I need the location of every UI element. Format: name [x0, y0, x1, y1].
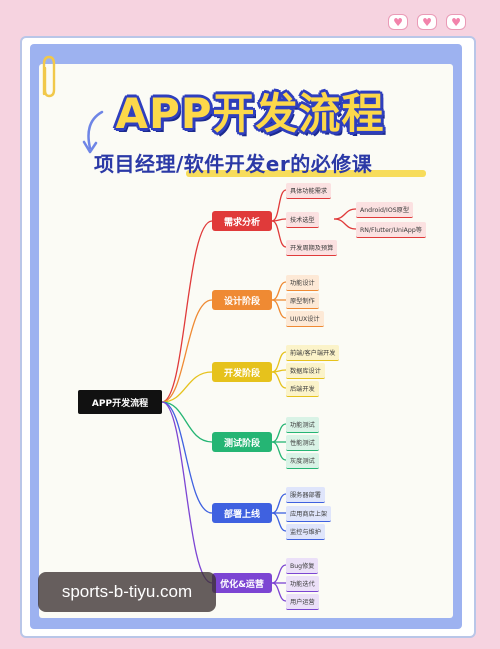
stage-connector: [161, 299, 213, 403]
content-card: [39, 64, 453, 618]
leaf-node: 技术选型: [286, 211, 319, 228]
watermark: sports-b-tiyu.com: [38, 572, 216, 612]
heart-icon: ♥: [388, 14, 408, 30]
paperclip-icon: [42, 55, 56, 98]
curved-arrow-icon: [82, 110, 104, 154]
leaf-node: 性能测试: [286, 434, 319, 451]
stage-node: 开发阶段: [212, 362, 272, 382]
leaf-node: 用户运营: [286, 593, 319, 610]
leaf-node: 开发周期及预算: [286, 239, 338, 256]
leaf-node: 功能测试: [286, 416, 319, 433]
stage-connector: [161, 401, 213, 443]
stage-connector: [161, 401, 213, 584]
leaf-connector: [271, 582, 287, 602]
heart-icon: ♥: [446, 14, 466, 30]
stage-node: 测试阶段: [212, 432, 272, 452]
leaf-node: 原型制作: [286, 292, 319, 309]
leaf-node: 前端/客户端开发: [286, 344, 340, 361]
leaf-connector: [271, 189, 287, 222]
leaf-connector: [271, 220, 287, 248]
sub-leaf-node: Android/IOS原型: [356, 201, 414, 218]
leaf-node: 应用商店上架: [286, 505, 332, 522]
leaf-connector: [271, 281, 287, 301]
stage-node: 部署上线: [212, 503, 272, 523]
sub-leaf-node: RN/Flutter/UniApp等: [356, 221, 426, 238]
leaf-node: Bug修复: [286, 557, 319, 574]
stage-node: 设计阶段: [212, 290, 272, 310]
stage-node: 需求分析: [212, 211, 272, 231]
leaf-connector: [271, 441, 287, 461]
leaf-node: 功能迭代: [286, 575, 319, 592]
heart-icon: ♥: [417, 14, 437, 30]
sub-connector: [333, 208, 357, 220]
leaf-node: 服务器部署: [286, 486, 325, 503]
leaf-node: 数据库设计: [286, 362, 325, 379]
leaf-node: 后端开发: [286, 380, 319, 397]
leaf-connector: [271, 371, 287, 389]
leaf-node: 功能设计: [286, 274, 319, 291]
sub-connector: [333, 218, 357, 230]
stage-connector: [161, 220, 213, 403]
leaf-connector: [271, 512, 287, 532]
stage-connector: [161, 401, 213, 514]
leaf-connector: [271, 299, 287, 319]
leaf-node: 灰度测试: [286, 452, 319, 469]
leaf-connector: [271, 423, 287, 443]
leaf-node: UI/UX设计: [286, 310, 324, 327]
heart-decorations: ♥ ♥ ♥: [388, 14, 466, 30]
leaf-node: 具体功能需求: [286, 182, 332, 199]
leaf-connector: [271, 351, 287, 373]
subtitle-highlight: [186, 170, 426, 177]
leaf-connector: [271, 564, 287, 584]
leaf-node: 监控与维护: [286, 523, 325, 540]
page-subtitle: 项目经理/软件开发er的必修课: [94, 152, 373, 176]
page-title: APP开发流程: [115, 89, 385, 138]
leaf-connector: [271, 493, 287, 514]
stage-node: 优化&运营: [212, 573, 272, 593]
mindmap-root: APP开发流程: [78, 390, 162, 414]
stage-connector: [161, 371, 213, 403]
